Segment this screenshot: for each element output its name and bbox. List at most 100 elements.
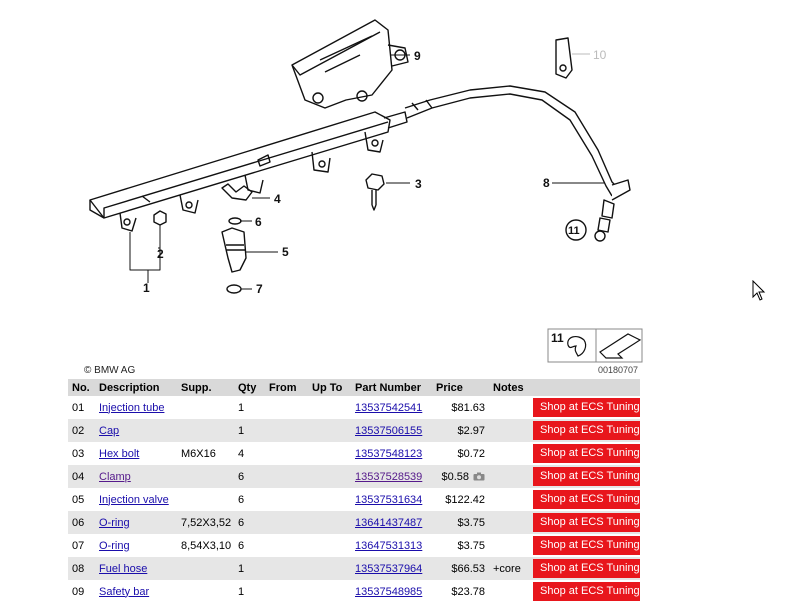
shop-ecs-button[interactable]: Shop at ECS Tuning [533, 398, 640, 417]
cell-shop: Shop at ECS Tuning [529, 465, 640, 488]
cell-shop: Shop at ECS Tuning [529, 557, 640, 580]
cell-qty: 4 [238, 447, 245, 460]
shop-ecs-button[interactable]: Shop at ECS Tuning [533, 444, 640, 463]
cell-qty: 1 [234, 419, 265, 442]
cell-notes [489, 396, 529, 419]
diagram-code: 00180707 [598, 365, 638, 375]
cell-notes: +core [489, 557, 529, 580]
callout-4: 4 [274, 192, 281, 206]
leader-lines [129, 53, 605, 290]
cell-supp [177, 580, 234, 603]
callout-5: 5 [282, 245, 289, 259]
cell-notes [489, 580, 529, 603]
cell-no: 06 [68, 511, 95, 534]
cell-no: 05 [72, 493, 85, 506]
cell-supp: 7,52X3,52 [177, 511, 234, 534]
header-shop [529, 379, 640, 396]
cell-description: Clamp [95, 465, 177, 488]
part-number-link[interactable]: 13537531634 [355, 493, 423, 506]
copyright: © BMW AG [84, 365, 135, 376]
cell-qty: 1 [238, 401, 245, 414]
legend-box: 11 00180707 [547, 328, 643, 375]
cell-supp: M6X16 [181, 447, 216, 460]
cell-price: $122.42 [432, 488, 489, 511]
clip-icon [567, 335, 587, 357]
cell-from [265, 580, 308, 603]
cell-from [265, 396, 308, 419]
header-up-to: Up To [308, 379, 351, 396]
parts-table: No. Description Supp. Qty From Up To Par… [68, 379, 640, 603]
part-number-link[interactable]: 13537542541 [355, 401, 423, 414]
part-number-link[interactable]: 13537548123 [355, 447, 423, 460]
cell-description: Injection tube [95, 396, 177, 419]
description-link[interactable]: Injection tube [99, 401, 165, 414]
cell-description: Cap [95, 419, 177, 442]
cell-up-to [308, 419, 351, 442]
cell-part-number: 13537531634 [351, 488, 432, 511]
part-number-link[interactable]: 13537506155 [355, 424, 423, 437]
description-link[interactable]: O-ring [99, 516, 130, 529]
price-value: $23.78 [451, 585, 485, 598]
arrow-icon [599, 333, 642, 359]
header-qty: Qty [234, 379, 265, 396]
shop-ecs-button[interactable]: Shop at ECS Tuning [533, 467, 640, 486]
description-link[interactable]: Cap [99, 424, 120, 437]
camera-icon[interactable] [473, 472, 485, 481]
shop-ecs-button[interactable]: Shop at ECS Tuning [533, 490, 640, 509]
cell-up-to [308, 557, 351, 580]
part-number-link[interactable]: 13641437487 [355, 516, 423, 529]
price-value: $0.58 [441, 470, 469, 483]
cell-price: $2.97 [432, 419, 489, 442]
header-from: From [265, 379, 308, 396]
cell-qty: 6 [234, 511, 265, 534]
callout-10: 10 [593, 48, 607, 62]
cell-notes [489, 511, 529, 534]
shop-ecs-button[interactable]: Shop at ECS Tuning [533, 582, 640, 601]
header-supp: Supp. [177, 379, 234, 396]
part-number-link[interactable]: 13537548985 [355, 585, 423, 598]
cell-supp [177, 557, 234, 580]
cell-from [265, 419, 308, 442]
description-link[interactable]: Hex bolt [99, 447, 140, 460]
cell-from [265, 488, 308, 511]
cell-supp [177, 419, 234, 442]
cell-shop: Shop at ECS Tuning [529, 534, 640, 557]
cell-no: 03 [72, 447, 85, 460]
cell-notes [489, 442, 529, 465]
header-price: Price [432, 379, 489, 396]
price-value: $81.63 [451, 401, 485, 414]
cell-up-to [308, 511, 351, 534]
cell-no: 07 [72, 539, 85, 552]
cell-from [265, 465, 308, 488]
description-link[interactable]: Fuel hose [99, 562, 148, 575]
description-link[interactable]: Safety bar [99, 585, 150, 598]
shop-ecs-button[interactable]: Shop at ECS Tuning [533, 421, 640, 440]
cell-supp [177, 465, 234, 488]
cell-up-to [308, 580, 351, 603]
cell-qty: 6 [238, 493, 245, 506]
description-link[interactable]: Injection valve [99, 493, 169, 506]
small-bracket-drawing [555, 37, 573, 79]
shop-ecs-button[interactable]: Shop at ECS Tuning [533, 559, 640, 578]
part-number-link[interactable]: 13537528539 [355, 470, 423, 483]
cell-up-to [308, 396, 351, 419]
cell-shop: Shop at ECS Tuning [529, 580, 640, 603]
shop-ecs-button[interactable]: Shop at ECS Tuning [533, 536, 640, 555]
part-number-link[interactable]: 13647531313 [355, 539, 423, 552]
fuel-rail-drawing [89, 111, 408, 232]
cell-up-to [308, 465, 351, 488]
description-link[interactable]: Clamp [99, 470, 131, 483]
cell-from [265, 442, 308, 465]
description-link[interactable]: O-ring [99, 539, 130, 552]
shop-ecs-button[interactable]: Shop at ECS Tuning [533, 513, 640, 532]
cell-shop: Shop at ECS Tuning [529, 511, 640, 534]
cell-shop: Shop at ECS Tuning [529, 442, 640, 465]
cap-drawing [141, 195, 167, 226]
cell-no: 08 [68, 557, 95, 580]
cell-from [265, 534, 308, 557]
part-number-link[interactable]: 13537537964 [355, 562, 423, 575]
